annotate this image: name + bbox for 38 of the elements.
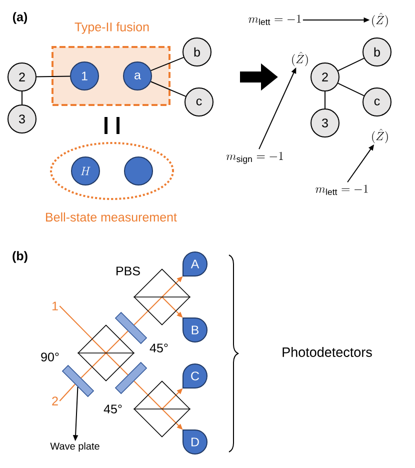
connector-line <box>59 306 92 340</box>
connector-line <box>150 56 184 72</box>
formula: $(\hat{Z})$ <box>372 128 388 144</box>
angle-label: PBS <box>116 266 140 276</box>
connector-line <box>134 310 148 326</box>
beam-number: 2 <box>52 396 58 406</box>
connector-line <box>120 330 128 340</box>
formula: $m_{\mathrm{lett}} = -1$ <box>316 184 368 195</box>
detector: D <box>182 429 208 454</box>
text-label: Photodetectors <box>282 347 372 357</box>
connector-line <box>338 82 364 96</box>
detector: B <box>182 317 208 342</box>
beam-splitter <box>77 324 135 382</box>
connector-line <box>120 366 128 376</box>
connector-line <box>36 76 70 78</box>
formula: $(\hat{Z})$ <box>372 12 388 28</box>
angle-label: 90° <box>41 352 59 362</box>
panel-label: (b) <box>12 251 28 263</box>
connector-line <box>324 91 326 109</box>
qubit-circle <box>124 156 153 186</box>
connector-line <box>80 366 92 378</box>
angle-label: 45° <box>104 404 122 414</box>
angle-label: 45° <box>150 344 168 352</box>
formula: $m_{\mathrm{sign}} = -1$ <box>226 152 283 164</box>
detector: A <box>182 252 208 277</box>
box-heading: Type-II fusion <box>74 22 149 34</box>
text-label: Wave plate <box>50 442 100 452</box>
beam-number: 1 <box>52 302 58 310</box>
panel-label: (a) <box>13 12 28 24</box>
formula: $m_{\mathrm{lett}} = -1$ <box>248 14 301 25</box>
connector-line <box>134 380 148 396</box>
beam-splitter <box>133 380 191 438</box>
connector-line <box>150 81 186 97</box>
formula: $(\hat{Z})$ <box>292 52 308 66</box>
ellipse-heading: Bell-state measurement <box>46 212 177 222</box>
connector-line <box>338 58 364 72</box>
detector: C <box>182 364 208 389</box>
connector-line <box>59 384 76 402</box>
